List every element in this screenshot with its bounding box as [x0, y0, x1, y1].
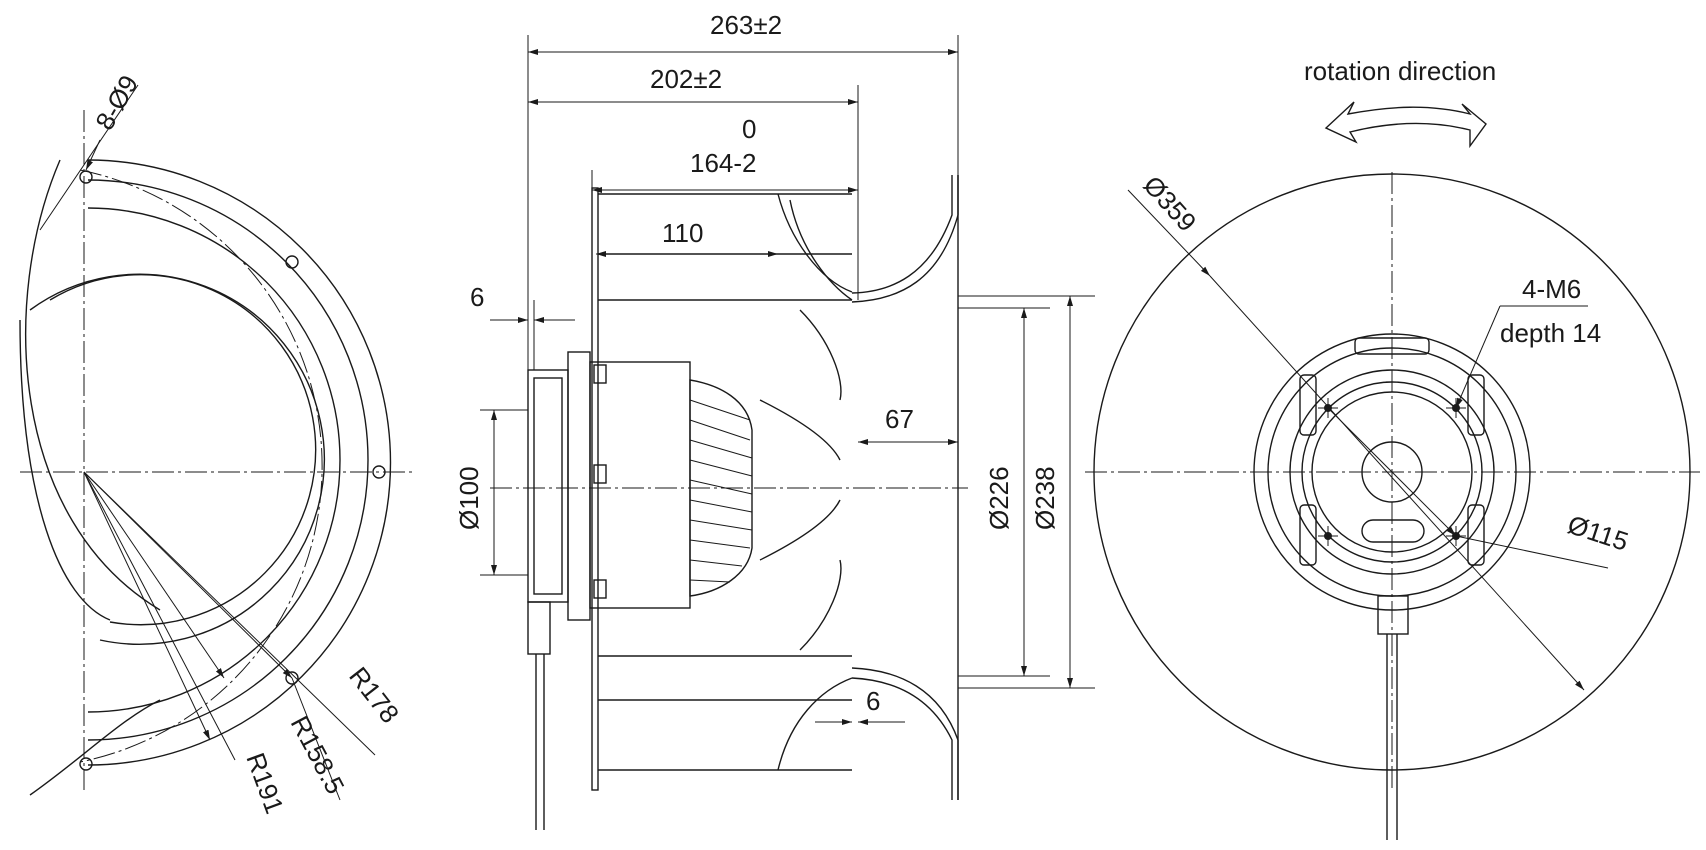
- blade-mid-3: [759, 499, 841, 561]
- dia-115-line: [1327, 407, 1457, 537]
- dia-115-ext: [1455, 535, 1609, 569]
- dia-238-label: Ø238: [1030, 466, 1060, 530]
- motor-plate: [589, 361, 691, 609]
- cable-gland: [527, 601, 551, 655]
- blade-mid-2: [759, 399, 841, 461]
- r158-label: R158.5: [285, 711, 351, 799]
- motor-body: [567, 351, 591, 621]
- front-view: rotation direction: [1085, 56, 1700, 840]
- dim-263-label: 263±2: [710, 10, 782, 40]
- bolt-circle: [1301, 381, 1483, 563]
- rotation-label: rotation direction: [1304, 56, 1496, 86]
- motor-flange-inner: [533, 377, 563, 595]
- blade-curve: [25, 159, 161, 611]
- back-plate: [591, 187, 599, 791]
- r178-label: R178: [343, 661, 405, 728]
- motor-ring-2: [1289, 369, 1495, 575]
- dim-6-bottom-label: 6: [866, 686, 880, 716]
- r191-label: R191: [240, 749, 289, 818]
- blade-top-2: [789, 199, 853, 301]
- dim-6-label: 6: [470, 282, 484, 312]
- r-leader-b: [83, 471, 211, 741]
- bolt-hole: [285, 671, 299, 685]
- r158-leader: [83, 471, 293, 679]
- shaft-hub: [1361, 441, 1423, 503]
- hub-circle: [1311, 391, 1473, 553]
- dim-164-label: 164-2: [690, 148, 757, 178]
- blade-mid-1: [799, 309, 842, 401]
- blade-mid-4: [799, 559, 842, 651]
- dim-202-label: 202±2: [650, 64, 722, 94]
- side-view: 263±2 202±2 0 164-2 110 6: [454, 10, 1095, 830]
- m6-leader: [1455, 305, 1501, 409]
- tolerance-top-label: 0: [742, 114, 756, 144]
- motor-outer: [1253, 333, 1531, 611]
- depth-label: depth 14: [1500, 318, 1601, 348]
- dim-110-label: 110: [662, 218, 703, 248]
- dia-226-label: Ø226: [984, 466, 1014, 530]
- r-leader-a: [83, 471, 225, 679]
- r191-leader: [83, 471, 236, 761]
- inner-ring: [87, 207, 341, 713]
- blade-curve-2: [19, 319, 111, 621]
- left-view: 8-Ø9 R178 R158.5 R191: [19, 70, 412, 818]
- dia-115-label: Ø115: [1564, 509, 1632, 557]
- bolt-hole: [79, 170, 93, 184]
- motor-slots: [1299, 337, 1485, 566]
- front-shroud-bottom: [851, 667, 959, 800]
- r178-leader: [83, 471, 376, 756]
- blade-top: [777, 193, 853, 293]
- bolt-hole: [285, 255, 299, 269]
- outer-ring-r178: [87, 179, 369, 741]
- bolt-hole: [79, 757, 93, 771]
- bottom-edge: [29, 699, 161, 796]
- motor-fins: [689, 379, 753, 597]
- front-shroud-top-inner: [851, 175, 953, 294]
- bolt-hole: [372, 465, 386, 479]
- front-shroud-bottom-inner: [851, 677, 953, 800]
- r158-ext: [291, 677, 341, 801]
- holes-leader-arrow: [85, 139, 101, 171]
- dia-359-line-2: [1209, 275, 1585, 691]
- holes-label: 8-Ø9: [89, 70, 144, 135]
- dia-359-label: Ø359: [1138, 170, 1203, 237]
- dim-67-label: 67: [885, 404, 914, 434]
- blade-bottom: [777, 677, 853, 771]
- front-cable-gland: [1377, 595, 1409, 635]
- front-shroud-top: [851, 175, 959, 303]
- dia-100-label: Ø100: [454, 466, 484, 530]
- holes-leader: [39, 84, 139, 231]
- dia-359-line: [1127, 189, 1211, 277]
- inlet-circle-inner: [49, 274, 317, 626]
- thread-label: 4-M6: [1522, 274, 1581, 304]
- outer-ring-r191: [87, 159, 392, 766]
- rotation-arrow: [1324, 101, 1487, 149]
- bolt-circle-r158: [79, 169, 323, 763]
- label-slot: [1361, 519, 1425, 543]
